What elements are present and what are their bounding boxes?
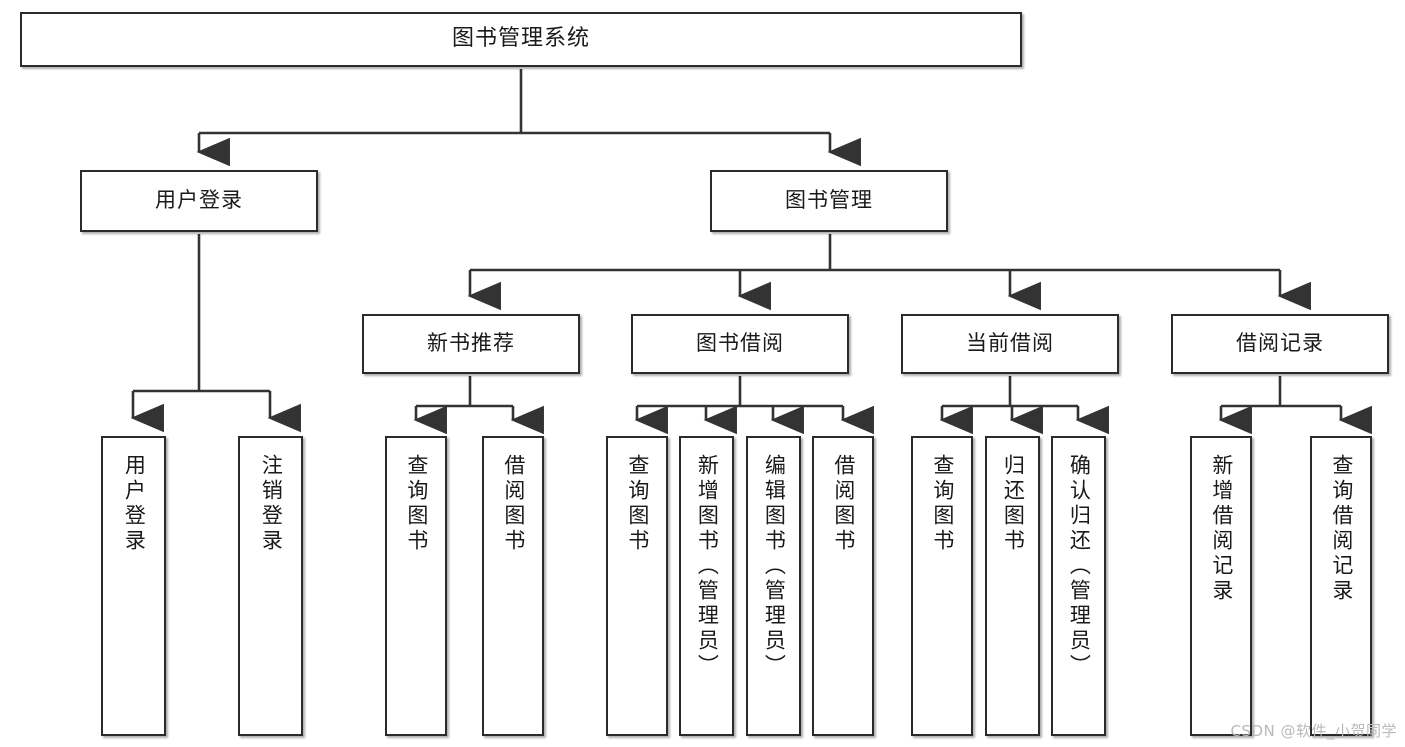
edges-new-book-rec-to-leaves — [413, 376, 544, 435]
edges-user-login-to-leaves — [130, 234, 301, 433]
leaf-borrow-book-label: 借阅图书 — [831, 454, 856, 554]
leaf-user-login-label: 用户登录 — [122, 454, 147, 554]
leaf-borrow-book-recommend[interactable]: 借阅图书 — [482, 436, 544, 736]
leaf-add-borrow-record[interactable]: 新增借阅记录 — [1190, 436, 1252, 736]
csdn-watermark: CSDN @软件_小贺同学 — [1230, 722, 1397, 740]
leaf-borrow-book-recommend-label: 借阅图书 — [501, 454, 526, 554]
node-book-borrow-label: 图书借阅 — [696, 331, 784, 356]
leaf-query-book-recommend-label: 查询图书 — [404, 454, 429, 554]
leaf-query-borrow-record[interactable]: 查询借阅记录 — [1310, 436, 1372, 736]
node-current-borrow[interactable]: 当前借阅 — [901, 314, 1119, 374]
edges-book-manage-to-level3 — [467, 234, 1311, 311]
node-new-book-recommend[interactable]: 新书推荐 — [362, 314, 580, 374]
leaf-return-book-label: 归还图书 — [1001, 454, 1026, 554]
edges-root-to-level2 — [196, 69, 861, 167]
leaf-user-login[interactable]: 用户登录 — [101, 436, 166, 736]
leaf-query-book-borrow[interactable]: 查询图书 — [606, 436, 668, 736]
leaf-edit-book[interactable]: 编辑图书（管理员） — [746, 436, 801, 736]
leaf-query-book-current[interactable]: 查询图书 — [911, 436, 973, 736]
leaf-query-book-current-label: 查询图书 — [930, 454, 955, 554]
leaf-borrow-book[interactable]: 借阅图书 — [812, 436, 874, 736]
leaf-query-book-borrow-label: 查询图书 — [625, 454, 650, 554]
node-root-label: 图书管理系统 — [451, 26, 590, 52]
node-user-login[interactable]: 用户登录 — [80, 170, 318, 232]
leaf-query-book-recommend[interactable]: 查询图书 — [385, 436, 447, 736]
node-borrow-record[interactable]: 借阅记录 — [1171, 314, 1389, 374]
node-borrow-record-label: 借阅记录 — [1236, 331, 1324, 356]
edges-borrow-record-to-leaves — [1218, 376, 1372, 435]
leaf-query-borrow-record-label: 查询借阅记录 — [1329, 454, 1354, 604]
leaf-logout-label: 注销登录 — [259, 454, 284, 554]
node-book-manage-label: 图书管理 — [785, 188, 873, 213]
node-book-manage[interactable]: 图书管理 — [710, 170, 948, 232]
leaf-add-borrow-record-label: 新增借阅记录 — [1209, 454, 1234, 604]
edges-book-borrow-to-leaves — [634, 376, 874, 435]
node-book-borrow[interactable]: 图书借阅 — [631, 314, 849, 374]
node-root[interactable]: 图书管理系统 — [20, 12, 1022, 67]
leaf-edit-book-label: 编辑图书（管理员） — [762, 454, 787, 679]
node-user-login-label: 用户登录 — [155, 188, 243, 213]
node-new-book-recommend-label: 新书推荐 — [427, 331, 515, 356]
leaf-add-book[interactable]: 新增图书（管理员） — [679, 436, 734, 736]
leaf-confirm-return[interactable]: 确认归还（管理员） — [1051, 436, 1106, 736]
node-current-borrow-label: 当前借阅 — [966, 331, 1054, 356]
leaf-add-book-label: 新增图书（管理员） — [695, 454, 720, 679]
edges-current-borrow-to-leaves — [939, 376, 1109, 435]
leaf-logout[interactable]: 注销登录 — [238, 436, 303, 736]
leaf-return-book[interactable]: 归还图书 — [985, 436, 1040, 736]
leaf-confirm-return-label: 确认归还（管理员） — [1067, 454, 1092, 679]
